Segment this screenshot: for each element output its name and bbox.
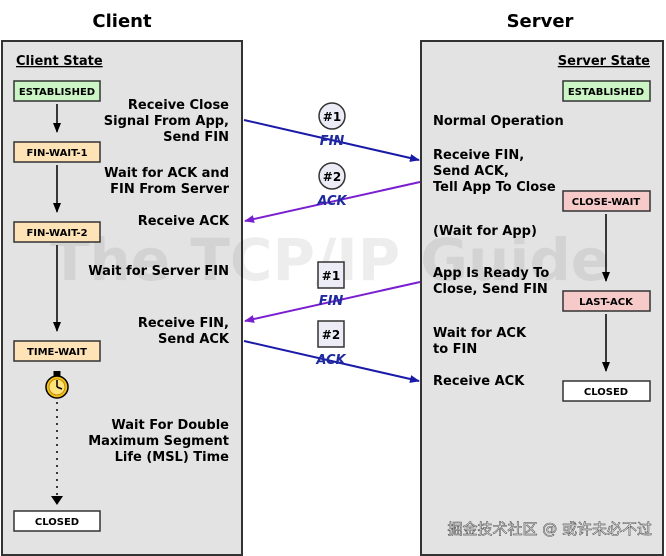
client-state-heading: Client State — [16, 54, 103, 69]
svg-text:Send FIN: Send FIN — [163, 130, 229, 145]
svg-text:Wait for ACK and: Wait for ACK and — [104, 166, 229, 181]
server-state-heading: Server State — [558, 54, 650, 69]
svg-text:Wait for ACK: Wait for ACK — [433, 326, 527, 341]
svg-text:ESTABLISHED: ESTABLISHED — [19, 87, 95, 98]
server-note-wait-for-ack: Wait for ACK to FIN — [433, 326, 527, 357]
svg-text:FIN: FIN — [319, 294, 344, 309]
message-badge-1-fin: #1 FIN — [318, 102, 346, 149]
client-state-fin-wait-2: FIN-WAIT-2 — [13, 221, 101, 243]
message-badge-1-fin-server: #1 FIN — [317, 261, 345, 309]
footer-credit: 掘金技术社区 @ 或许未必不过 — [447, 520, 652, 538]
client-note-wait-msl: Wait For Double Maximum Segment Life (MS… — [88, 418, 229, 465]
svg-text:ACK: ACK — [316, 194, 347, 209]
client-state-fin-wait-1: FIN-WAIT-1 — [13, 141, 101, 163]
stopwatch-icon — [45, 371, 69, 399]
svg-text:LAST-ACK: LAST-ACK — [579, 297, 634, 308]
client-note-receive-fin-send-ack: Receive FIN, Send ACK — [138, 316, 230, 347]
svg-text:Maximum Segment: Maximum Segment — [88, 434, 229, 449]
client-note-receive-ack: Receive ACK — [138, 214, 230, 229]
svg-text:Signal From App,: Signal From App, — [104, 114, 229, 129]
svg-text:FIN-WAIT-1: FIN-WAIT-1 — [26, 148, 87, 159]
client-note-wait-for-ack-fin: Wait for ACK and FIN From Server — [104, 166, 229, 197]
client-state-closed: CLOSED — [13, 510, 101, 532]
server-title: Server — [507, 11, 574, 32]
server-note-receive-fin-send-ack: Receive FIN, Send ACK, Tell App To Close — [433, 148, 556, 195]
svg-text:Receive FIN,: Receive FIN, — [433, 148, 524, 163]
svg-text:to FIN: to FIN — [433, 342, 477, 357]
client-transition-arrow-head — [51, 496, 63, 505]
svg-text:Wait For Double: Wait For Double — [111, 418, 229, 433]
server-state-close-wait: CLOSE-WAIT — [562, 190, 651, 212]
message-arrow-ack-server-to-client — [244, 181, 421, 223]
message-arrow-fin-client-to-server — [243, 119, 420, 162]
server-note-receive-ack: Receive ACK — [433, 374, 525, 389]
svg-text:#1: #1 — [322, 269, 340, 283]
svg-text:Tell App To Close: Tell App To Close — [433, 180, 556, 195]
svg-text:TIME-WAIT: TIME-WAIT — [27, 347, 87, 358]
message-arrow-fin-server-to-client — [244, 281, 421, 323]
message-arrow-ack-client-to-server — [243, 340, 420, 383]
svg-text:CLOSE-WAIT: CLOSE-WAIT — [572, 197, 641, 208]
svg-text:Send ACK: Send ACK — [158, 332, 230, 347]
client-panel — [1, 40, 243, 556]
svg-text:App Is Ready To: App Is Ready To — [433, 266, 549, 281]
svg-text:FIN From Server: FIN From Server — [110, 182, 229, 197]
server-state-last-ack: LAST-ACK — [562, 290, 651, 312]
svg-text:Close, Send FIN: Close, Send FIN — [433, 282, 548, 297]
server-note-wait-for-app: (Wait for App) — [433, 224, 537, 239]
client-note-receive-close: Receive Close Signal From App, Send FIN — [104, 98, 229, 145]
svg-text:Receive FIN,: Receive FIN, — [138, 316, 229, 331]
svg-text:#2: #2 — [322, 328, 340, 342]
client-state-time-wait: TIME-WAIT — [13, 340, 101, 362]
svg-text:CLOSED: CLOSED — [35, 517, 79, 528]
client-note-wait-for-server-fin: Wait for Server FIN — [88, 264, 229, 279]
message-badge-2-ack: #2 ACK — [316, 162, 348, 209]
server-state-closed: CLOSED — [562, 380, 651, 402]
svg-text:#2: #2 — [323, 170, 341, 184]
client-title: Client — [92, 11, 152, 32]
svg-text:#1: #1 — [323, 110, 341, 124]
server-note-normal-operation: Normal Operation — [433, 114, 564, 129]
svg-text:FIN-WAIT-2: FIN-WAIT-2 — [26, 228, 87, 239]
svg-text:CLOSED: CLOSED — [584, 387, 628, 398]
client-state-established: ESTABLISHED — [13, 80, 101, 102]
svg-text:FIN: FIN — [320, 134, 345, 149]
svg-text:Life (MSL) Time: Life (MSL) Time — [115, 450, 230, 465]
svg-text:Receive Close: Receive Close — [128, 98, 229, 113]
server-note-app-ready: App Is Ready To Close, Send FIN — [433, 266, 549, 297]
svg-text:ESTABLISHED: ESTABLISHED — [568, 87, 644, 98]
svg-text:Send ACK,: Send ACK, — [433, 164, 509, 179]
svg-text:ACK: ACK — [315, 353, 346, 368]
message-badge-2-ack-client: #2 ACK — [315, 320, 347, 368]
server-state-established: ESTABLISHED — [562, 80, 651, 102]
